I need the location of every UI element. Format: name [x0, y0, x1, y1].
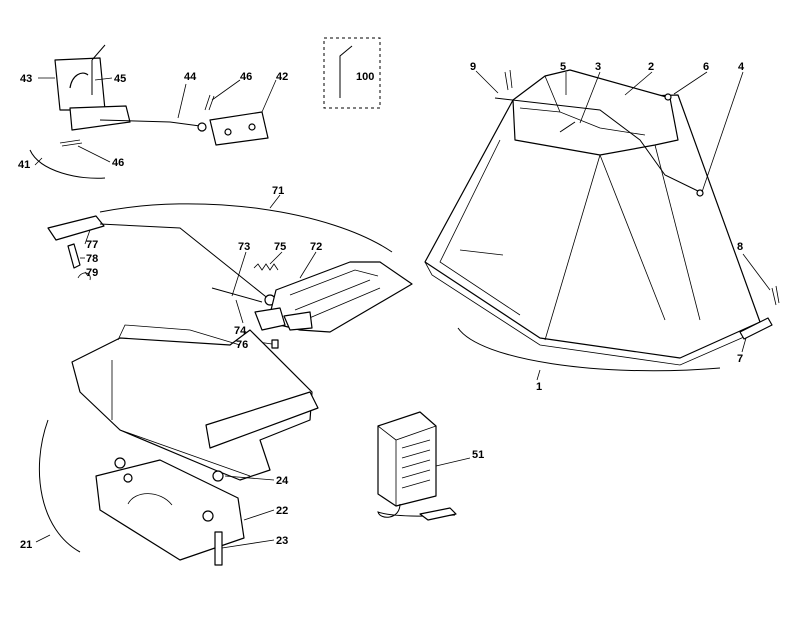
label-2: 2 [648, 61, 654, 73]
group-arc-21 [38, 419, 81, 553]
label-45: 45 [114, 73, 126, 85]
spring-75 [253, 263, 279, 271]
label-76: 76 [236, 339, 248, 351]
label-4: 4 [738, 61, 745, 73]
frame-beam [205, 391, 319, 449]
label-21: 21 [20, 539, 32, 551]
label-46-bottom: 46 [112, 157, 124, 169]
label-43: 43 [20, 73, 32, 85]
catcher-bottom-rim [424, 261, 761, 366]
label-75: 75 [274, 241, 286, 253]
label-79: 79 [86, 267, 98, 279]
label-46-top: 46 [240, 71, 252, 83]
label-23: 23 [276, 535, 288, 547]
weight-block-22 [95, 459, 245, 561]
group-arc-1 [457, 327, 721, 372]
screw-76 [271, 339, 279, 349]
label-7: 7 [737, 353, 743, 365]
group-arc-71 [99, 203, 393, 253]
rod-end-cap [696, 189, 704, 197]
hitch-lower-plate [69, 105, 131, 131]
label-100: 100 [356, 71, 374, 83]
label-9: 9 [470, 61, 476, 73]
rod-74 [211, 287, 263, 303]
label-73: 73 [238, 241, 250, 253]
callout-labels: 1 2 3 4 5 6 7 8 9 21 22 23 24 41 42 43 4… [18, 61, 745, 551]
lift-lever-assembly [47, 194, 413, 349]
label-1: 1 [536, 381, 542, 393]
label-22: 22 [276, 505, 288, 517]
clip-79 [77, 272, 91, 281]
part-78 [67, 243, 81, 269]
lever-grip [47, 215, 105, 241]
label-8: 8 [737, 241, 743, 253]
hitch-assembly [29, 44, 277, 179]
label-51: 51 [472, 449, 484, 461]
battery-charger [377, 411, 471, 521]
bracket-42 [209, 111, 269, 146]
bolt-23 [214, 531, 223, 566]
label-5: 5 [560, 61, 566, 73]
hex-key [339, 45, 353, 98]
label-42: 42 [276, 71, 288, 83]
hex-key-box [323, 37, 381, 109]
charger-clamp [419, 507, 457, 521]
label-74: 74 [234, 325, 247, 337]
group-arc-41 [29, 149, 106, 179]
label-3: 3 [595, 61, 601, 73]
hair-pin-clip [504, 69, 513, 91]
pin-7 [739, 317, 773, 340]
hitch-plate-43 [54, 57, 106, 111]
pin-3 [559, 121, 576, 133]
label-24: 24 [276, 475, 289, 487]
label-41: 41 [18, 159, 30, 171]
knob-6 [664, 93, 672, 101]
grass-catcher-assembly [424, 69, 780, 381]
label-72: 72 [310, 241, 322, 253]
label-78: 78 [86, 253, 98, 265]
label-44: 44 [184, 71, 197, 83]
label-71: 71 [272, 185, 284, 197]
lever-rod [99, 223, 271, 301]
label-77: 77 [86, 239, 98, 251]
ballast-weight [35, 457, 275, 566]
catcher-frame-rod [494, 97, 701, 193]
charger-body [377, 411, 437, 507]
label-6: 6 [703, 61, 709, 73]
hitch-rod-44 [99, 119, 201, 127]
clip-46b [59, 139, 83, 147]
clip-46 [204, 94, 215, 111]
tractor-frame [38, 324, 319, 553]
dashed-frame [323, 37, 381, 109]
clip-8 [771, 285, 780, 306]
